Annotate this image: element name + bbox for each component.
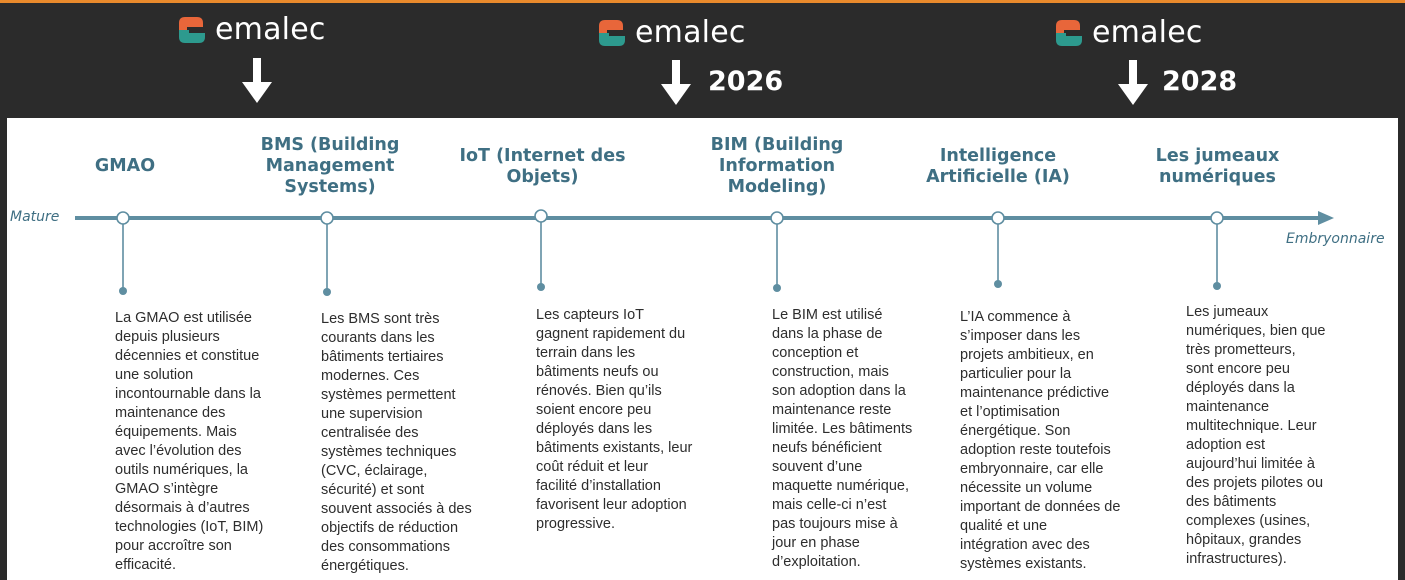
milestone-description: La GMAO est utilisée depuis plusieurs dé… — [115, 310, 264, 573]
brand-marker-2: emalec — [595, 15, 746, 50]
year-label-2028: 2028 — [1162, 66, 1238, 97]
timeline-panel — [7, 118, 1398, 580]
emalec-logo-icon — [179, 16, 205, 43]
milestone-description: Les capteurs IoT gagnent rapidement du t… — [536, 307, 693, 532]
brand-name: emalec — [635, 15, 746, 50]
emalec-logo-icon — [599, 19, 625, 46]
milestone-node-4 — [770, 211, 784, 292]
milestone-node-5 — [991, 211, 1005, 288]
milestone-title: Intelligence Artificielle (IA) — [926, 146, 1070, 187]
axis-arrowhead-icon — [1318, 211, 1334, 225]
milestone-node-2 — [320, 211, 334, 296]
brand-marker-3: emalec — [1052, 15, 1203, 50]
brand-name: emalec — [1092, 15, 1203, 50]
milestone-node-1 — [116, 211, 130, 295]
year-label-2026: 2026 — [708, 66, 784, 97]
brand-name: emalec — [215, 12, 326, 47]
milestone-title: IoT (Internet des Objets) — [459, 146, 626, 187]
axis-end-label: Embryonnaire — [1286, 231, 1385, 247]
header-band — [0, 0, 1405, 118]
milestone-node-6 — [1210, 211, 1224, 290]
down-arrow-icon — [242, 58, 272, 103]
milestone-title: Les jumeaux numériques — [1155, 146, 1280, 187]
brand-marker-1: emalec — [175, 12, 326, 47]
milestone-title: BIM (Building Information Modeling) — [710, 135, 844, 197]
axis-start-label: Mature — [10, 209, 60, 225]
milestone-title: GMAO — [94, 156, 156, 176]
milestone-description: L’IA commence à s’imposer dans les proje… — [960, 309, 1121, 572]
milestone-node-3 — [534, 209, 548, 291]
milestone-title: BMS (Building Management Systems) — [260, 135, 400, 197]
milestone-description: Les jumeaux numériques, bien que très pr… — [1186, 304, 1326, 567]
down-arrow-icon — [1118, 60, 1148, 105]
milestone-description: Le BIM est utilisé dans la phase de conc… — [772, 307, 913, 570]
milestone-description: Les BMS sont très courants dans les bâti… — [321, 311, 472, 574]
emalec-logo-icon — [1056, 19, 1082, 46]
down-arrow-icon — [661, 60, 691, 105]
